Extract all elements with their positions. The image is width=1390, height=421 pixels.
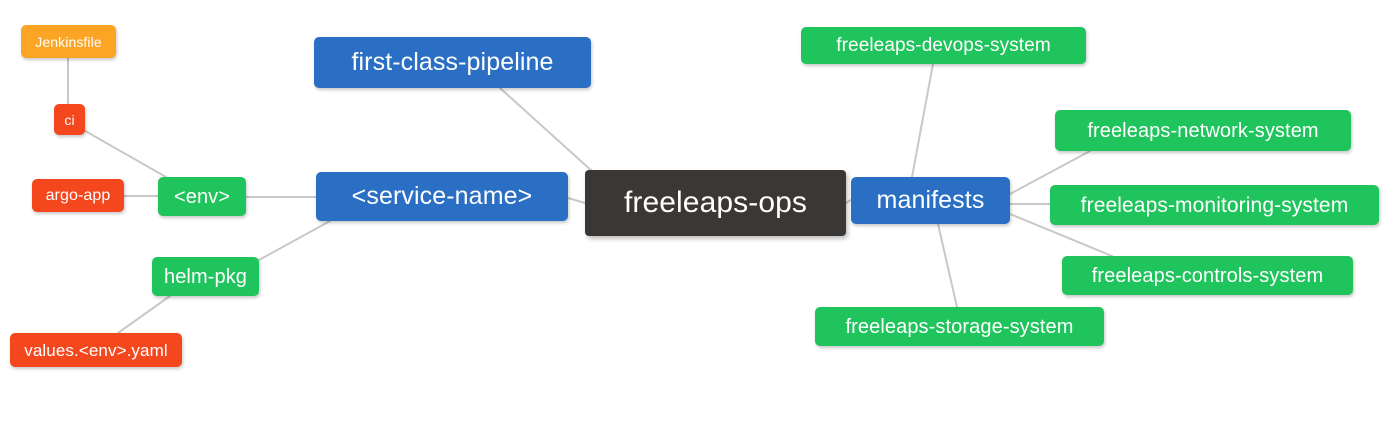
node-helm-pkg[interactable]: helm-pkg: [152, 257, 259, 296]
node-monitoring-system[interactable]: freeleaps-monitoring-system: [1050, 185, 1379, 225]
node-values-yaml[interactable]: values.<env>.yaml: [10, 333, 182, 367]
edge-helm-pkg-to-values-yaml: [117, 295, 171, 334]
node-argo-app[interactable]: argo-app: [32, 179, 124, 212]
node-label: freeleaps-controls-system: [1091, 264, 1324, 287]
node-controls-system[interactable]: freeleaps-controls-system: [1062, 256, 1353, 295]
edge-manifests-to-devops-system: [911, 63, 934, 178]
node-label: freeleaps-devops-system: [836, 35, 1051, 56]
edge-manifests-to-storage-system: [937, 223, 958, 308]
node-root[interactable]: freeleaps-ops: [585, 170, 846, 236]
node-first-class[interactable]: first-class-pipeline: [314, 37, 591, 88]
node-devops-system[interactable]: freeleaps-devops-system: [801, 27, 1086, 64]
node-label: values.<env>.yaml: [24, 340, 168, 360]
node-label: freeleaps-network-system: [1087, 119, 1319, 142]
node-label: ci: [64, 111, 75, 128]
node-label: manifests: [876, 186, 985, 214]
node-jenkinsfile[interactable]: Jenkinsfile: [21, 25, 116, 58]
node-label: helm-pkg: [163, 265, 248, 288]
node-ci[interactable]: ci: [54, 104, 85, 135]
node-label: freeleaps-monitoring-system: [1080, 193, 1349, 217]
node-service-name[interactable]: <service-name>: [316, 172, 568, 221]
node-network-system[interactable]: freeleaps-network-system: [1055, 110, 1351, 151]
node-label: Jenkinsfile: [35, 33, 102, 50]
node-label: freeleaps-ops: [623, 186, 808, 219]
node-env[interactable]: <env>: [158, 177, 246, 216]
node-label: freeleaps-storage-system: [845, 315, 1074, 338]
edge-service-name-to-helm-pkg: [258, 220, 331, 261]
edge-root-to-service-name: [567, 197, 586, 204]
node-label: first-class-pipeline: [351, 48, 554, 76]
node-label: <service-name>: [351, 182, 533, 210]
edge-root-to-first-class: [499, 87, 594, 173]
edge-env-to-ci: [79, 127, 167, 178]
node-label: <env>: [173, 185, 231, 208]
node-storage-system[interactable]: freeleaps-storage-system: [815, 307, 1104, 346]
node-label: argo-app: [45, 186, 111, 204]
node-manifests[interactable]: manifests: [851, 177, 1010, 224]
